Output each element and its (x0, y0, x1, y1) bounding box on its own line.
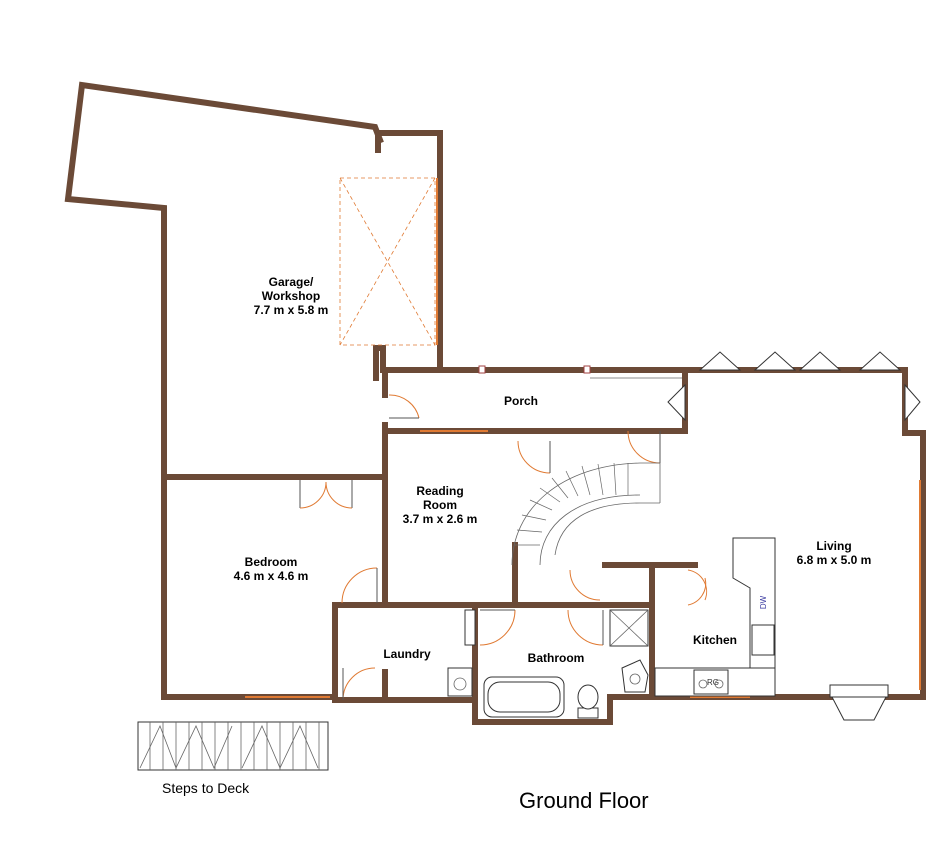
bedroom-walls (161, 474, 388, 703)
reading-room-dimensions: 3.7 m x 2.6 m (402, 512, 478, 526)
room-label-porch: Porch (504, 394, 538, 408)
basin (621, 659, 649, 693)
garage-name-line2: Workshop (261, 289, 321, 303)
kitchen-bench (654, 667, 776, 697)
range-label: RG (707, 678, 719, 687)
toilet (577, 684, 599, 719)
laundry-walls (332, 602, 478, 725)
garage-walls (64, 81, 443, 480)
laundry-name: Laundry (383, 647, 431, 661)
laundry-bench (464, 609, 476, 646)
bathtub (483, 676, 565, 718)
bathroom-name: Bathroom (527, 651, 585, 665)
reading-room-door (517, 430, 661, 474)
room-label-bedroom: Bedroom 4.6 m x 4.6 m (234, 555, 309, 583)
garage-door (339, 177, 438, 346)
room-label-living: Living 6.8 m x 5.0 m (797, 539, 872, 567)
room-label-reading-room: Reading Room 3.7 m x 2.6 m (403, 484, 478, 526)
laundry-door (342, 667, 376, 701)
room-label-bathroom: Bathroom (528, 651, 585, 665)
bedroom-dimensions: 4.6 m x 4.6 m (233, 569, 309, 583)
shower (609, 609, 649, 647)
kitchen-island (732, 537, 776, 669)
staircase (511, 462, 661, 566)
bathroom-walls (472, 562, 698, 725)
reading-room-walls (382, 542, 608, 608)
living-dimensions: 6.8 m x 5.0 m (796, 553, 872, 567)
garage-name-line1: Garage/ (268, 275, 314, 289)
room-label-laundry: Laundry (383, 647, 430, 661)
porch-door (388, 394, 420, 419)
bedroom-door (341, 567, 378, 604)
linen-door (569, 569, 708, 606)
room-label-garage: Garage/ Workshop 7.7 m x 5.8 m (254, 275, 329, 317)
bedroom-name: Bedroom (244, 555, 298, 569)
living-name: Living (816, 539, 852, 553)
bay-windows (667, 351, 921, 422)
living-walls (649, 367, 926, 700)
reading-room-name-line2: Room (423, 498, 457, 512)
room-label-kitchen: Kitchen (693, 633, 737, 647)
floor-title: Ground Floor (519, 788, 649, 813)
porch-name: Porch (503, 394, 539, 408)
kitchen-name: Kitchen (692, 633, 738, 647)
deck-steps (137, 721, 329, 771)
garage-dimensions: 7.7 m x 5.8 m (253, 303, 329, 317)
bathroom-door (479, 609, 604, 646)
reading-room-name-line1: Reading (416, 484, 464, 498)
porch-walls (382, 365, 688, 608)
laundry-tub (447, 667, 473, 697)
fireplace (829, 684, 889, 721)
dishwasher-label: DW (759, 595, 769, 610)
steps-to-deck-label: Steps to Deck (162, 780, 250, 796)
wardrobe-doors (299, 480, 353, 509)
